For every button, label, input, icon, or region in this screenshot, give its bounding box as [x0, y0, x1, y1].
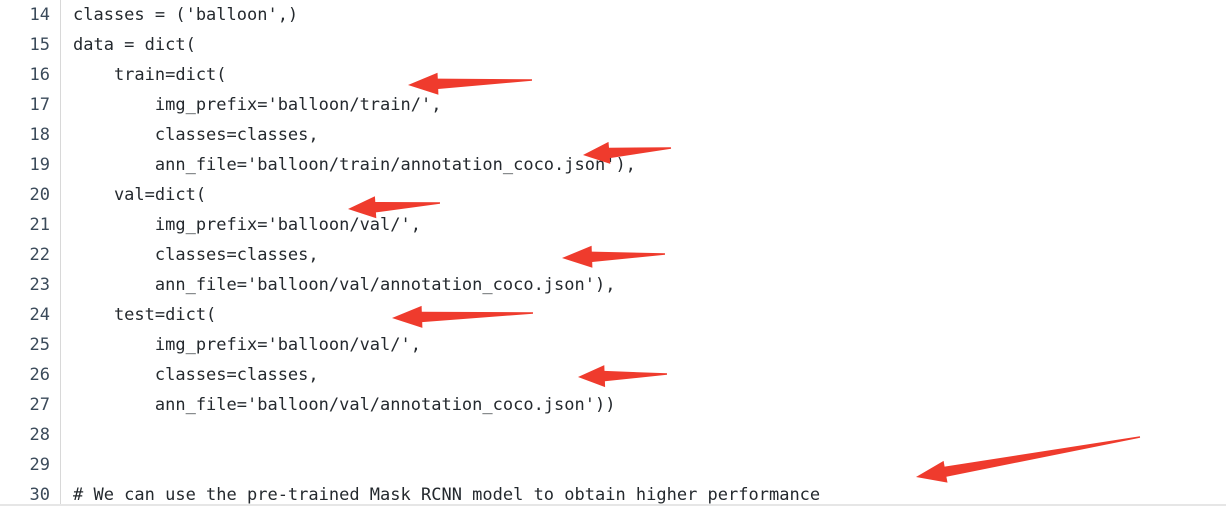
- line-number: 16: [0, 60, 61, 90]
- code-line-text[interactable]: img_prefix='balloon/val/',: [73, 335, 421, 355]
- code-line-text[interactable]: img_prefix='balloon/train/',: [73, 95, 442, 115]
- code-line-row: 20 val=dict(: [0, 180, 1226, 210]
- line-number: 18: [0, 120, 61, 150]
- code-line-row: 19 ann_file='balloon/train/annotation_co…: [0, 150, 1226, 180]
- code-line-text[interactable]: # We can use the pre-trained Mask RCNN m…: [73, 485, 821, 505]
- line-number: 21: [0, 210, 61, 240]
- code-line-row: 14 classes = ('balloon',): [0, 0, 1226, 30]
- code-line-row: 30 # We can use the pre-trained Mask RCNN…: [0, 480, 1226, 505]
- line-number: 27: [0, 390, 61, 420]
- line-number: 29: [0, 450, 61, 480]
- line-number: 15: [0, 30, 61, 60]
- code-line-row: 18 classes=classes,: [0, 120, 1226, 150]
- code-line-row: 27 ann_file='balloon/val/annotation_coco…: [0, 390, 1226, 420]
- code-line-row: 22 classes=classes,: [0, 240, 1226, 270]
- line-number: 28: [0, 420, 61, 450]
- line-number: 26: [0, 360, 61, 390]
- line-number: 25: [0, 330, 61, 360]
- code-line-text[interactable]: [61, 420, 1226, 450]
- code-line-row: 28: [0, 420, 1226, 450]
- code-line-row: 16 train=dict(: [0, 60, 1226, 90]
- code-line-text[interactable]: classes=classes,: [73, 365, 319, 385]
- code-line-text[interactable]: ann_file='balloon/val/annotation_coco.js…: [73, 395, 616, 415]
- code-line-row: 15 data = dict(: [0, 30, 1226, 60]
- code-line-row: 17 img_prefix='balloon/train/',: [0, 90, 1226, 120]
- code-line-row: 25 img_prefix='balloon/val/',: [0, 330, 1226, 360]
- line-number: 17: [0, 90, 61, 120]
- code-line-text[interactable]: classes = ('balloon',): [73, 5, 299, 25]
- code-line-text[interactable]: classes=classes,: [73, 125, 319, 145]
- code-line-row: 21 img_prefix='balloon/val/',: [0, 210, 1226, 240]
- line-number: 20: [0, 180, 61, 210]
- code-line-text[interactable]: ann_file='balloon/val/annotation_coco.js…: [73, 275, 616, 295]
- code-line-row: 26 classes=classes,: [0, 360, 1226, 390]
- code-line-text[interactable]: classes=classes,: [73, 245, 319, 265]
- code-line-row: 23 ann_file='balloon/val/annotation_coco…: [0, 270, 1226, 300]
- code-line-text[interactable]: ann_file='balloon/train/annotation_coco.…: [73, 155, 636, 175]
- line-number: 14: [0, 0, 61, 30]
- line-number: 30: [0, 480, 61, 504]
- code-line-row: 24 test=dict(: [0, 300, 1226, 330]
- code-line-text[interactable]: [61, 450, 1226, 480]
- code-line-text[interactable]: val=dict(: [73, 185, 207, 205]
- code-line-text[interactable]: train=dict(: [73, 65, 227, 85]
- code-line-row: 29: [0, 450, 1226, 480]
- code-line-text[interactable]: test=dict(: [73, 305, 217, 325]
- code-line-text[interactable]: img_prefix='balloon/val/',: [73, 215, 421, 235]
- line-number: 24: [0, 300, 61, 330]
- code-line-text[interactable]: data = dict(: [73, 35, 196, 55]
- line-number: 19: [0, 150, 61, 180]
- line-number: 23: [0, 270, 61, 300]
- line-number: 22: [0, 240, 61, 270]
